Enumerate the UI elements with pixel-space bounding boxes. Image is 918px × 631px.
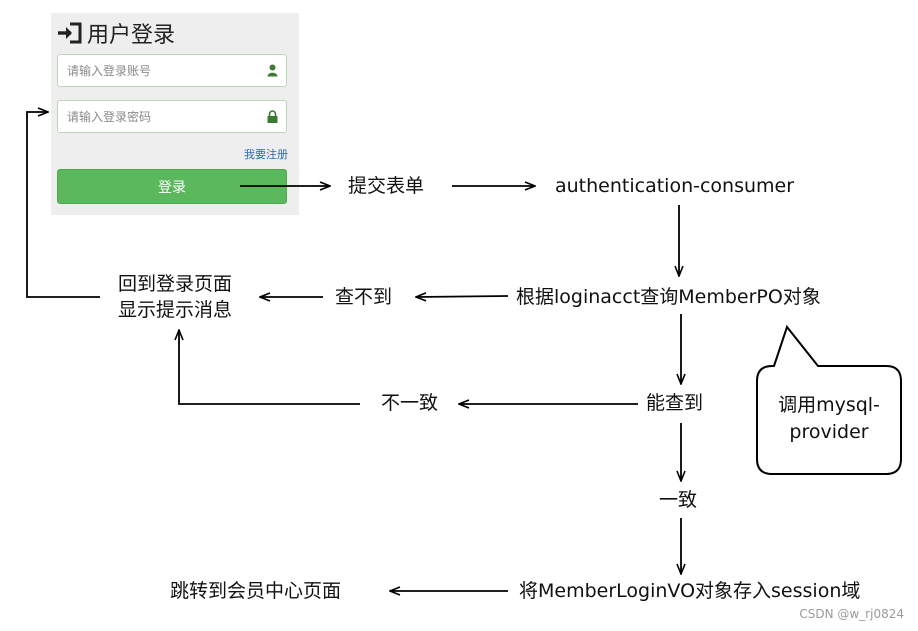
password-input[interactable] xyxy=(67,109,257,124)
login-title-text: 用户登录 xyxy=(87,23,176,48)
password-field[interactable] xyxy=(57,100,287,133)
node-not-found: 查不到 xyxy=(335,286,393,308)
arrow-mismatch-to-back xyxy=(179,330,360,405)
user-icon xyxy=(267,62,278,81)
callout-line2: provider xyxy=(789,421,869,443)
node-back-line2: 显示提示消息 xyxy=(117,299,232,321)
account-field[interactable] xyxy=(57,54,287,87)
lock-icon xyxy=(267,108,278,127)
node-found: 能查到 xyxy=(646,392,704,414)
account-input[interactable] xyxy=(67,63,257,78)
sign-in-icon xyxy=(57,22,83,44)
arrow-query-to-notfound xyxy=(416,296,509,297)
login-title: 用户登录 xyxy=(57,19,176,48)
node-store-session: 将MemberLoginVO对象存入session域 xyxy=(519,580,861,602)
callout-line1: 调用mysql- xyxy=(778,394,880,416)
arrow-back-to-login xyxy=(26,112,100,298)
node-mismatch: 不一致 xyxy=(381,392,439,414)
node-match: 一致 xyxy=(659,489,698,511)
login-panel: 用户登录 我要注册 登录 xyxy=(51,13,299,215)
node-query-member: 根据loginacct查询MemberPO对象 xyxy=(516,286,821,308)
node-jump-member-center: 跳转到会员中心页面 xyxy=(170,580,342,602)
node-auth-consumer: authentication-consumer xyxy=(555,175,795,197)
watermark: CSDN @w_rj0824 xyxy=(799,607,904,621)
register-link[interactable]: 我要注册 xyxy=(244,148,288,161)
callout-bubble xyxy=(756,324,902,475)
callout-text: 调用mysql- provider xyxy=(757,392,901,446)
node-back-line1: 回到登录页面 xyxy=(117,273,232,295)
node-submit-form: 提交表单 xyxy=(348,175,425,197)
